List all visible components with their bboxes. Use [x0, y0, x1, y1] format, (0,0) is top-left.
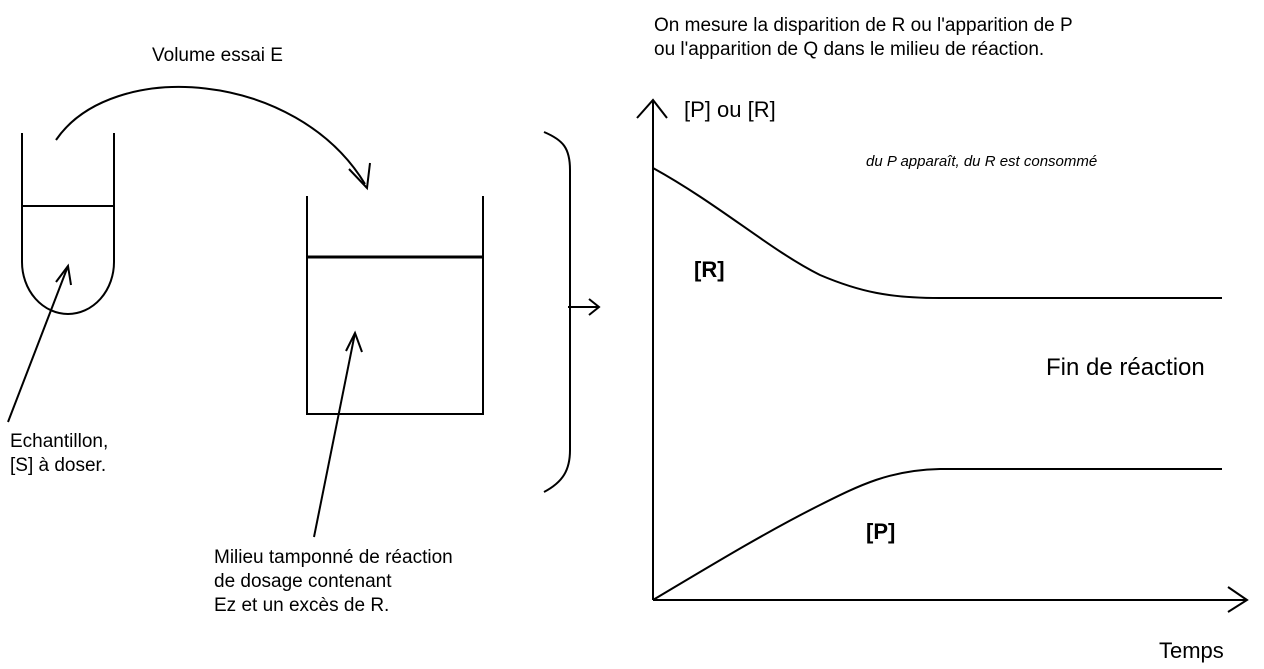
result-arrowhead [588, 298, 601, 316]
measurement-text: On mesure la disparition de R ou l'appar… [654, 14, 1073, 62]
end-of-reaction-label: Fin de réaction [1046, 354, 1205, 381]
medium-pointer-arrowhead [345, 330, 363, 353]
bracket [543, 131, 571, 493]
medium-label: Milieu tamponné de réaction de dosage co… [214, 546, 453, 618]
chart-annotation: du P apparaît, du R est consommé [866, 153, 1098, 170]
series-R-curve [652, 167, 1222, 299]
series-P-curve [652, 468, 1222, 601]
medium-label-line-1: Milieu tamponné de réaction [214, 547, 453, 568]
x-axis-arrowhead [1227, 586, 1249, 613]
series-P-label: [P] [866, 519, 896, 544]
x-axis-label: Temps [1159, 638, 1224, 663]
series-R-label: [R] [694, 257, 725, 282]
measurement-text-line-1: On mesure la disparition de R ou l'appar… [654, 15, 1073, 36]
medium-pointer-arrow [313, 332, 356, 538]
reaction-beaker [306, 196, 484, 415]
medium-label-line-2: de dosage contenant [214, 571, 392, 592]
y-axis-label: [P] ou [R] [684, 97, 776, 122]
sample-tube [21, 133, 115, 315]
sample-pointer-arrowhead [55, 263, 72, 286]
transfer-label: Volume essai E [152, 45, 283, 66]
y-axis-arrowhead [636, 98, 668, 119]
sample-label-line-2: [S] à doser. [10, 455, 107, 476]
measurement-text-line-2: ou l'apparition de Q dans le milieu de r… [654, 39, 1045, 60]
sample-label-line-1: Echantillon, [10, 431, 109, 452]
transfer-arc-arrow [55, 85, 366, 185]
sample-label: Echantillon, [S] à doser. [10, 430, 108, 478]
medium-label-line-3: Ez et un excès de R. [214, 595, 390, 616]
transfer-arrowhead [348, 162, 371, 191]
sample-pointer-arrow [7, 265, 69, 423]
